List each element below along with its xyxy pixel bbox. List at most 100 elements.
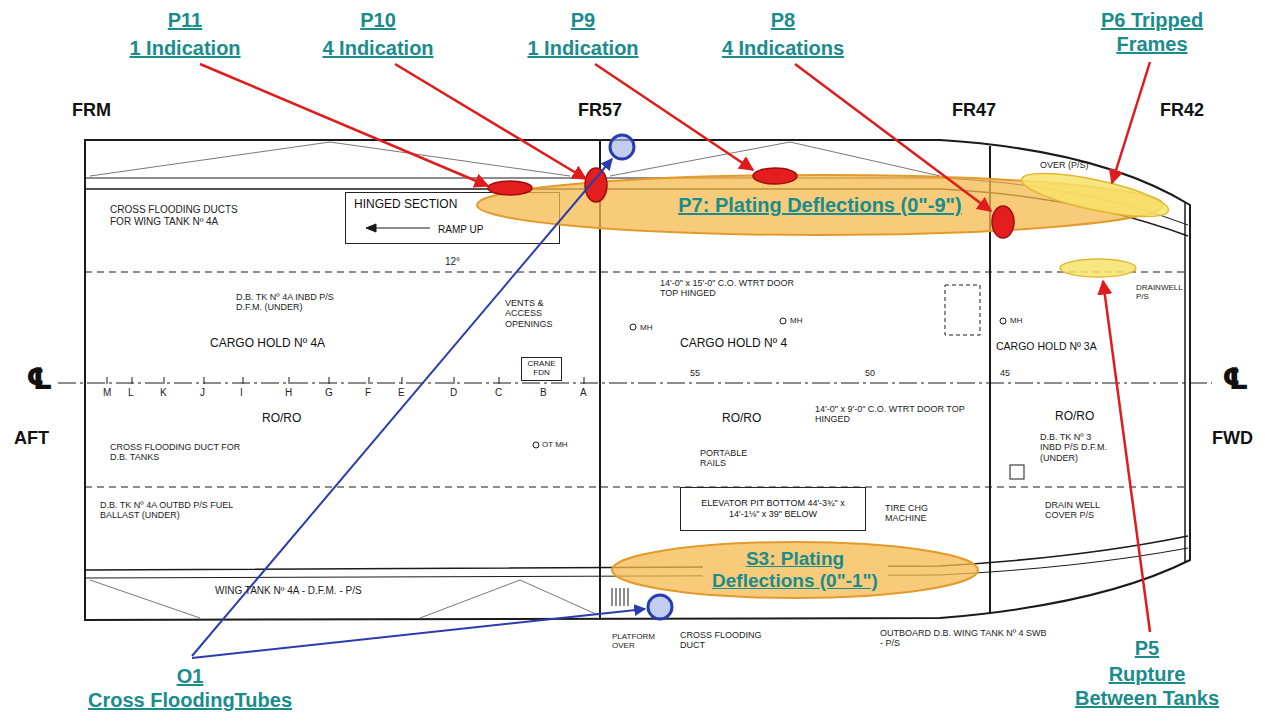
frame-line — [1184, 202, 1186, 562]
hold-name: CARGO HOLD Nº 4A — [210, 337, 350, 351]
hull-lines — [58, 140, 1212, 620]
plan-note: OUTBOARD D.B. WING TANK Nº 4 SWB - P/S — [880, 628, 1050, 649]
callout-label: 1 Indication — [498, 36, 668, 60]
callout-label: P10 — [328, 8, 428, 32]
plan-note: D.B. TK Nº 4A OUTBD P/S FUEL BALLAST (UN… — [100, 500, 250, 521]
plan-note: WING TANK Nº 4A - D.F.M. - P/S — [215, 585, 435, 597]
plan-note: CROSS FLOODING DUCTS FOR WING TANK Nº 4A — [110, 204, 260, 227]
node-text: P7: Plating Deflections (0"-9") — [675, 193, 964, 217]
frame-label: FWD — [1212, 428, 1262, 448]
frame-letter: L — [128, 387, 142, 399]
frame-letter: G — [325, 387, 339, 399]
frame-letter: A — [580, 387, 594, 399]
crane-foundation-box: CRANE FDN — [521, 357, 562, 381]
plan-note: DRAINWELL P/S — [1136, 283, 1186, 301]
longitudinal-line — [85, 272, 1188, 273]
frame-letter: E — [398, 387, 412, 399]
manhole-symbol — [630, 324, 636, 330]
plan-note: MH — [1010, 316, 1034, 325]
callout-label: P11 — [135, 8, 235, 32]
frame-number: 45 — [1000, 368, 1020, 378]
plan-note: PORTABLE RAILS — [700, 448, 760, 469]
cross-flooding-hatch — [612, 588, 628, 606]
hold-name: RO/RO — [722, 412, 782, 426]
hold-name: RO/RO — [262, 412, 322, 426]
frame-ticks — [107, 377, 584, 384]
frame-label: FRM — [72, 100, 142, 120]
frame-label: AFT — [14, 428, 74, 448]
plan-note: PLATFORM OVER — [612, 632, 662, 650]
plan-note: D.B. TK Nº 3 INBD P/S D.F.M. (UNDER) — [1040, 432, 1112, 463]
callout-label: Rupture Between Tanks — [1069, 662, 1225, 710]
cross-flooding-marker — [648, 595, 672, 619]
plan-note: 14'-0" x 9'-0" C.O. WTRT DOOR TOP HINGED — [815, 404, 965, 425]
plan-note: VENTS & ACCESS OPENINGS — [505, 298, 580, 329]
node-text: RAMP UP — [438, 224, 483, 235]
frame-letter: M — [103, 387, 117, 399]
frame-label: FR57 — [578, 100, 648, 120]
centerline-symbol: ℄ — [26, 364, 66, 394]
ramp-arrow — [372, 227, 430, 228]
leader-arrow — [192, 609, 645, 658]
callout-label: 1 Indication — [100, 36, 270, 60]
centerline-symbol: ℄ — [1222, 364, 1262, 394]
drain-well — [1010, 465, 1024, 479]
frame-letter: D — [450, 387, 464, 399]
node-text: S3: Plating Deflections (0"-1") — [703, 548, 888, 592]
rupture-marker — [1060, 259, 1136, 277]
manhole-symbol — [780, 318, 786, 324]
ellipse-shape — [612, 542, 978, 598]
plan-note: CROSS FLOODING DUCT FOR D.B. TANKS — [110, 442, 250, 463]
indication-marker — [753, 168, 797, 184]
callout-label: P8 — [733, 8, 833, 32]
frame-letter: B — [540, 387, 554, 399]
frame-number: 55 — [690, 368, 710, 378]
tank-diagonals — [90, 142, 940, 176]
callout-label: P5 — [1100, 636, 1194, 660]
frame-letter: H — [285, 387, 299, 399]
frame-letter: K — [160, 387, 174, 399]
callout-label: P9 — [533, 8, 633, 32]
leader-arrow — [200, 64, 488, 186]
indication-marker — [992, 206, 1014, 238]
frame-letter: I — [240, 387, 254, 399]
callout-label: P6 Tripped Frames — [1087, 8, 1217, 56]
plan-note: CROSS FLOODING DUCT — [680, 630, 770, 651]
hold-name: CARGO HOLD Nº 3A — [996, 340, 1108, 352]
callout-label: 4 Indication — [293, 36, 463, 60]
plan-note: MH — [790, 316, 814, 325]
frame-letter: J — [200, 387, 214, 399]
manhole-symbol — [1000, 318, 1006, 324]
leader-arrow — [192, 159, 612, 656]
elevator-pit-box: ELEVATOR PIT BOTTOM 44'-3¾" x 14'-1⅛" x … — [680, 487, 866, 531]
cross-flooding-marker — [610, 135, 634, 159]
ramp-arrowhead — [366, 224, 376, 232]
plan-note: MH — [640, 323, 664, 332]
leader-arrows — [192, 159, 645, 658]
ellipse-shape — [477, 175, 1163, 235]
plan-note: TIRE CHG MACHINE — [885, 503, 955, 524]
frame-letter: F — [365, 387, 379, 399]
node-text: CRANE FDN — [525, 360, 559, 378]
plan-note: D.B. TK Nº 4A INBD P/S D.F.M. (UNDER) — [236, 292, 356, 313]
plan-note: DRAIN WELL COVER P/S — [1045, 500, 1110, 521]
tank-diagonals — [90, 580, 598, 618]
hull-outline — [85, 140, 1190, 620]
plan-note: OVER (P/S) — [1040, 160, 1100, 170]
hold-name: CARGO HOLD Nº 4 — [680, 337, 820, 351]
node-text: ELEVATOR PIT BOTTOM 44'-3¾" x 14'-1⅛" x … — [685, 498, 861, 520]
longitudinal-line — [85, 487, 1188, 488]
leader-arrow — [1103, 281, 1150, 632]
callout-label: 4 Indications — [698, 36, 868, 60]
callout-label: O1 — [140, 664, 240, 688]
leader-arrows — [200, 62, 1150, 632]
node-text: HINGED SECTION — [354, 197, 457, 211]
indication-marker — [488, 181, 532, 195]
frame-number: 50 — [865, 368, 885, 378]
hold-name: RO/RO — [1055, 410, 1115, 424]
frame-label: FR47 — [952, 100, 1022, 120]
plan-note: 14'-0" x 15'-0" C.O. WTRT DOOR TOP HINGE… — [660, 278, 810, 299]
door-outline — [945, 285, 980, 335]
